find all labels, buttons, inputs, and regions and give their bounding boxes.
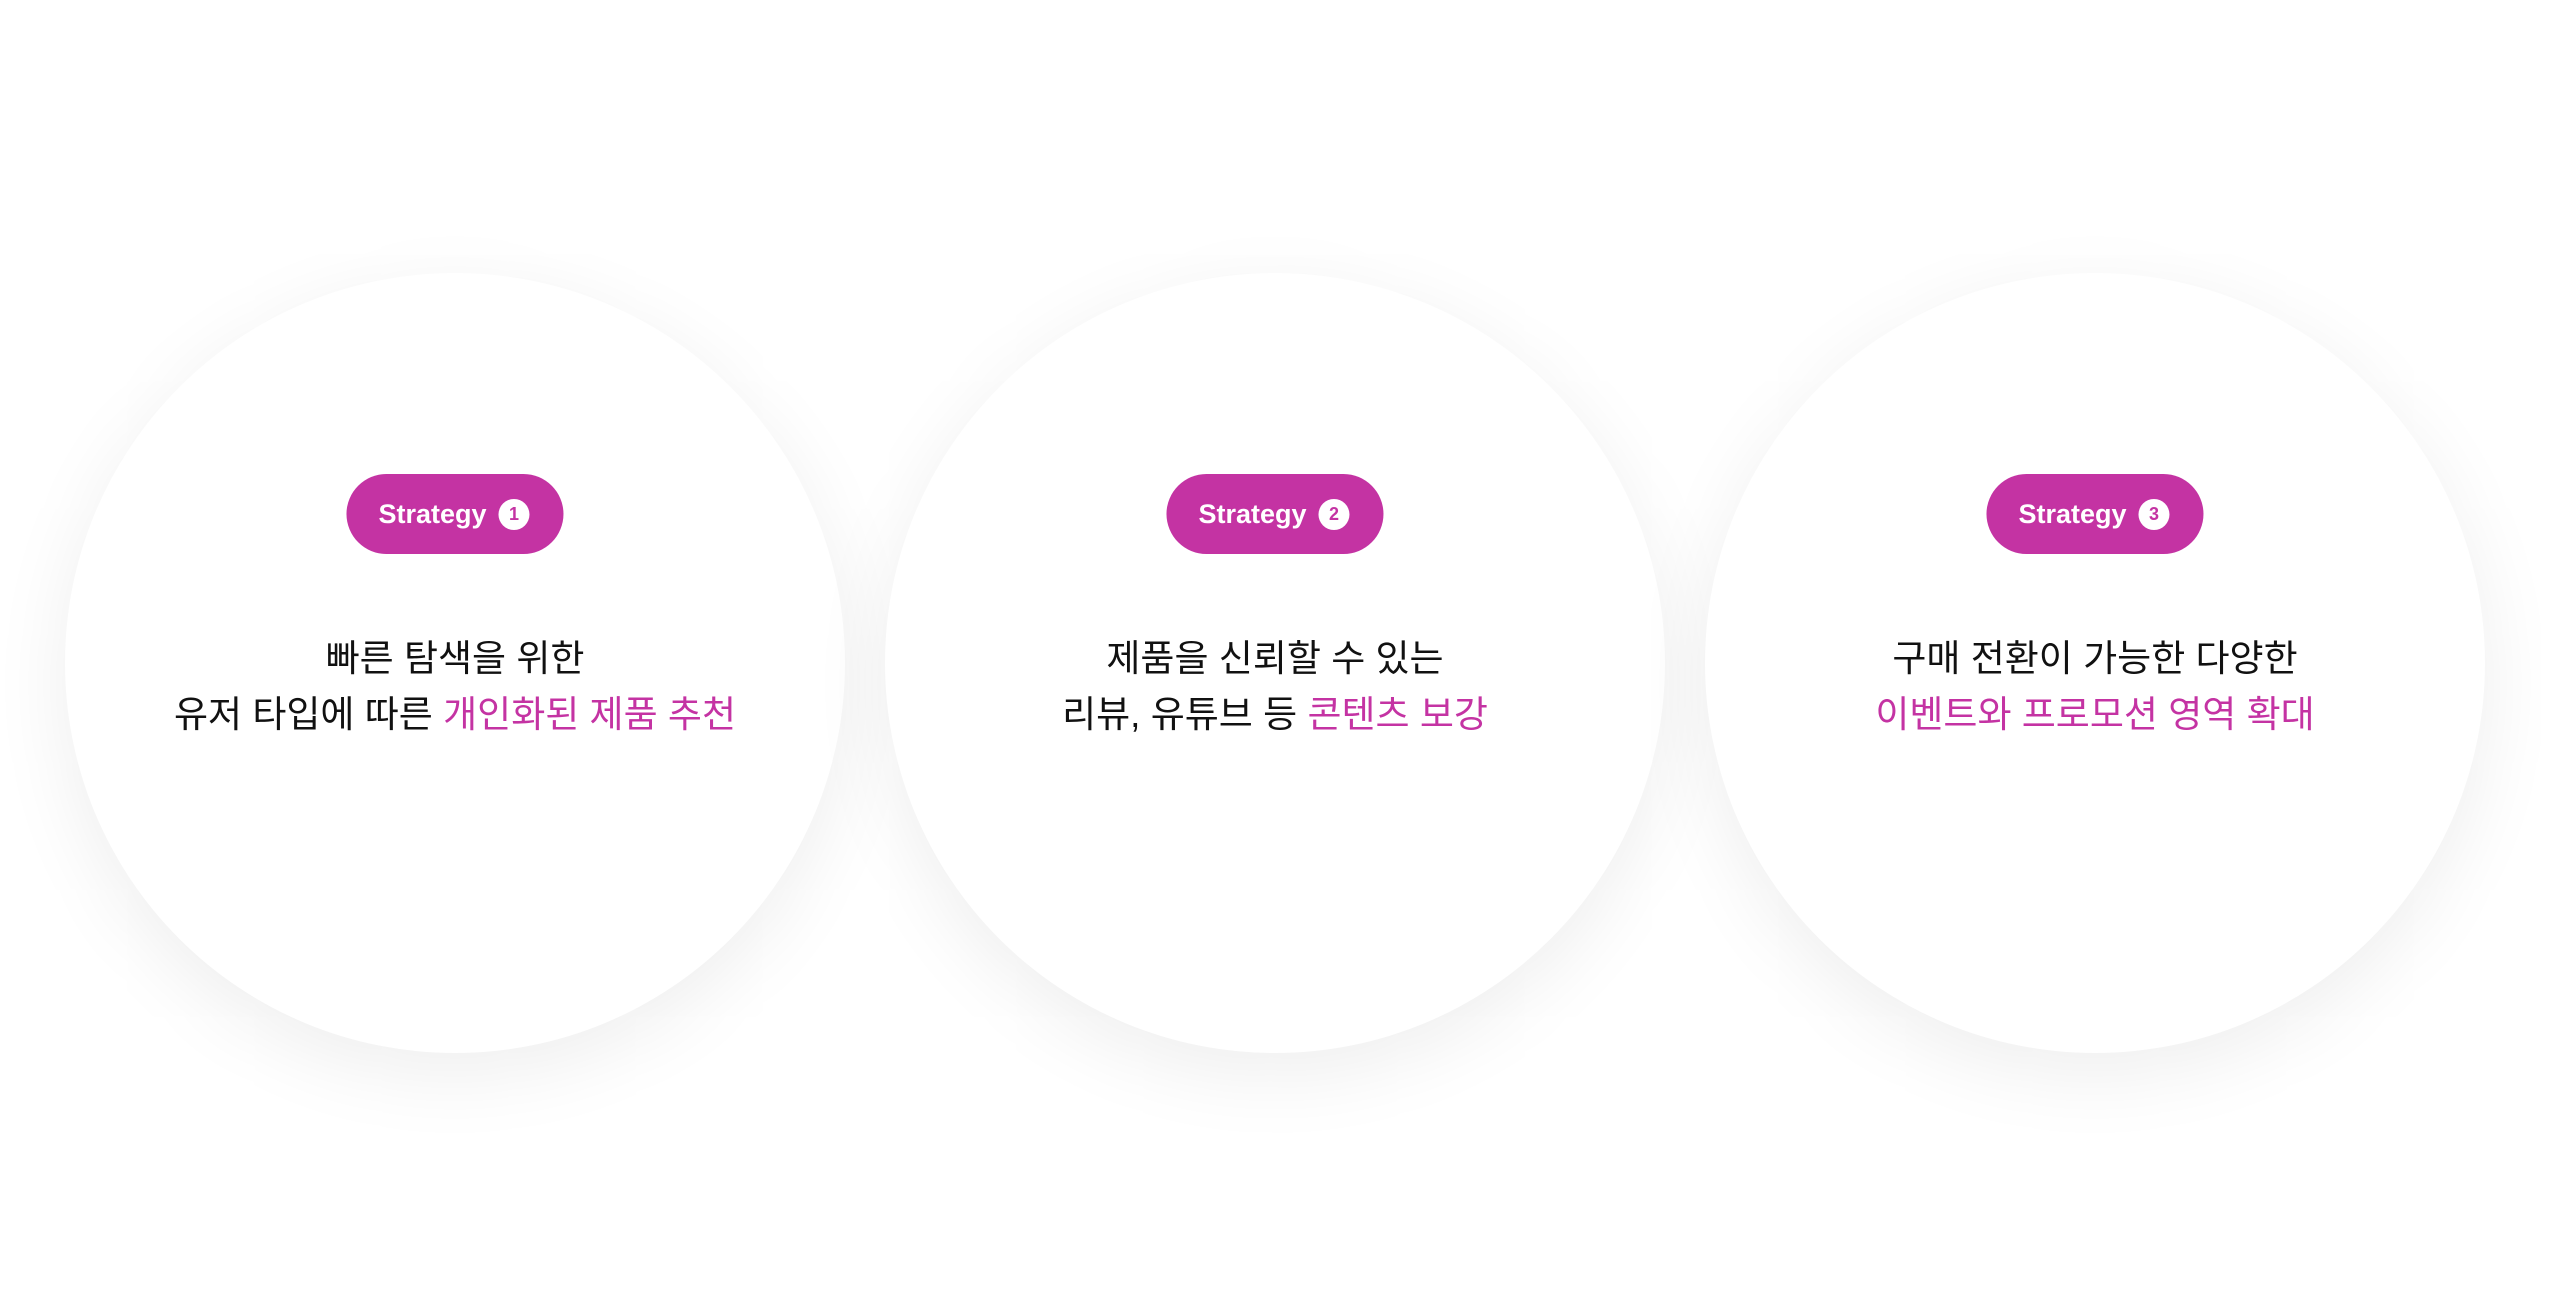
strategy-description: 빠른 탐색을 위한 유저 타입에 따른 개인화된 제품 추천 <box>65 631 845 743</box>
description-line-1: 빠른 탐색을 위한 <box>325 638 585 679</box>
badge-label: Strategy <box>378 498 487 529</box>
badge-label: Strategy <box>2018 498 2127 529</box>
strategy-card-1: Strategy 1 빠른 탐색을 위한 유저 타입에 따른 개인화된 제품 추… <box>65 273 845 1053</box>
description-text: 리뷰, 유튜브 등 <box>1062 694 1308 735</box>
strategy-description: 제품을 신뢰할 수 있는 리뷰, 유튜브 등 콘텐츠 보강 <box>885 631 1665 743</box>
strategy-badge: Strategy 3 <box>1986 474 2204 554</box>
badge-label: Strategy <box>1198 498 1307 529</box>
description-line-1: 제품을 신뢰할 수 있는 <box>1106 638 1444 679</box>
description-highlight: 콘텐츠 보강 <box>1307 694 1488 735</box>
description-highlight: 개인화된 제품 추천 <box>443 694 736 735</box>
strategy-badge: Strategy 1 <box>346 474 564 554</box>
description-text: 유저 타입에 따른 <box>173 694 444 735</box>
description-highlight: 이벤트와 프로모션 영역 확대 <box>1875 694 2315 735</box>
strategy-card-3: Strategy 3 구매 전환이 가능한 다양한 이벤트와 프로모션 영역 확… <box>1705 273 2485 1053</box>
number-circle-icon: 3 <box>2138 498 2170 530</box>
description-line-2: 리뷰, 유튜브 등 콘텐츠 보강 <box>885 687 1665 743</box>
description-line-1: 구매 전환이 가능한 다양한 <box>1892 638 2298 679</box>
strategy-badge: Strategy 2 <box>1166 474 1384 554</box>
strategy-card-2: Strategy 2 제품을 신뢰할 수 있는 리뷰, 유튜브 등 콘텐츠 보강 <box>885 273 1665 1053</box>
number-circle-icon: 1 <box>498 498 530 530</box>
strategy-description: 구매 전환이 가능한 다양한 이벤트와 프로모션 영역 확대 <box>1705 631 2485 743</box>
description-line-2: 이벤트와 프로모션 영역 확대 <box>1705 687 2485 743</box>
number-circle-icon: 2 <box>1318 498 1350 530</box>
description-line-2: 유저 타입에 따른 개인화된 제품 추천 <box>65 687 845 743</box>
